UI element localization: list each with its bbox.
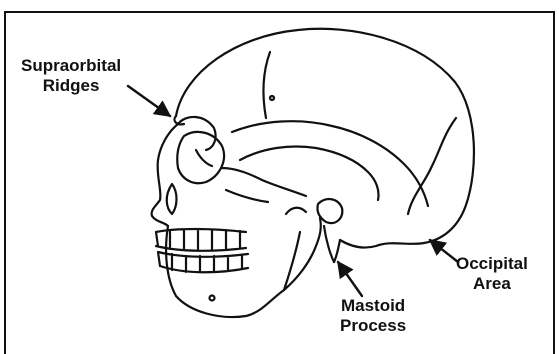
mastoid bbox=[324, 226, 334, 262]
upper-teeth bbox=[156, 229, 246, 251]
label-occipital-line2: Area bbox=[456, 274, 528, 294]
mandible bbox=[166, 218, 321, 317]
coronoid bbox=[286, 208, 306, 214]
arrow-supraorbital bbox=[128, 86, 170, 116]
label-mastoid-process: Mastoid Process bbox=[340, 296, 406, 336]
zygomatic-lower bbox=[226, 190, 268, 202]
nasal-aperture bbox=[167, 184, 177, 214]
label-mastoid-line2: Process bbox=[340, 316, 406, 336]
temporal-line bbox=[232, 121, 428, 206]
label-occipital-line1: Occipital bbox=[456, 254, 528, 274]
lambdoid-suture bbox=[408, 118, 456, 214]
zygomatic bbox=[222, 168, 306, 196]
label-supraorbital-ridges: Supraorbital Ridges bbox=[21, 56, 121, 96]
label-occipital-area: Occipital Area bbox=[456, 254, 528, 294]
orbit-inner bbox=[196, 150, 212, 166]
squamosal-suture bbox=[240, 147, 379, 201]
mastoid-back bbox=[334, 240, 340, 262]
coronal-suture bbox=[263, 52, 270, 118]
label-supraorbital-line2: Ridges bbox=[21, 76, 121, 96]
label-supraorbital-line1: Supraorbital bbox=[21, 56, 121, 76]
mental-foramen bbox=[210, 296, 215, 301]
cranium-outline bbox=[176, 29, 474, 248]
suture-mark bbox=[270, 96, 274, 100]
label-mastoid-line1: Mastoid bbox=[340, 296, 406, 316]
lower-teeth bbox=[158, 252, 248, 272]
arrow-occipital bbox=[430, 240, 458, 262]
arrow-mastoid bbox=[338, 262, 362, 296]
